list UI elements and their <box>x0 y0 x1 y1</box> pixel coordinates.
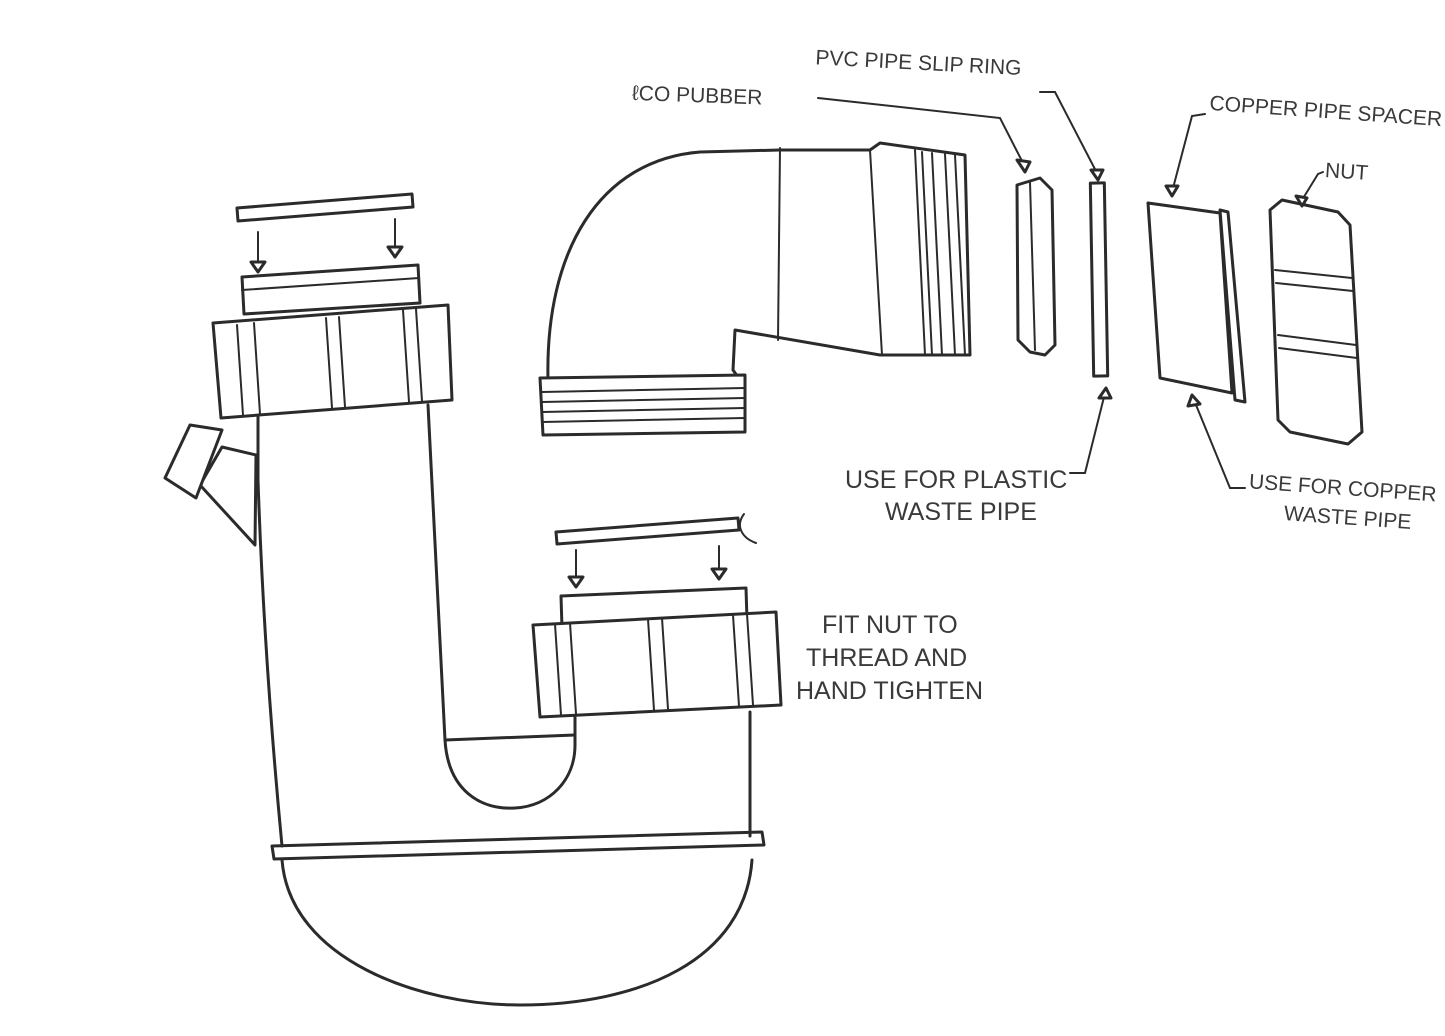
nut-leader <box>1301 171 1324 201</box>
top-washer <box>235 192 415 223</box>
label-rubber: ℓCO PUBBER <box>632 82 763 110</box>
label-fit-line2: THREAD AND <box>806 644 967 672</box>
trap-body <box>163 403 766 1007</box>
rubber-leader <box>817 97 1025 166</box>
copper-leader <box>1193 399 1246 489</box>
plastic-leader <box>1069 392 1106 474</box>
label-copper-line1: USE FOR COPPER <box>1248 470 1437 506</box>
compression-nut <box>1268 198 1364 446</box>
copper-spacer <box>1146 201 1247 404</box>
top-nut-assembly <box>211 192 454 420</box>
pvc-slip-ring <box>1088 181 1110 378</box>
label-copper-line2: WASTE PIPE <box>1283 502 1412 534</box>
label-fit-line1: FIT NUT TO <box>822 611 958 639</box>
label-plastic-line2: WASTE PIPE <box>885 498 1037 526</box>
middle-washer <box>554 516 741 546</box>
middle-nut <box>531 610 783 719</box>
elbow-pipe <box>538 141 972 437</box>
label-nut: NUT <box>1324 159 1369 185</box>
middle-nut-assembly <box>531 513 783 719</box>
rubber-seal <box>1015 176 1057 357</box>
label-slip-ring: PVC PIPE SLIP RING <box>815 46 1022 80</box>
label-plastic-line1: USE FOR PLASTIC <box>845 466 1067 494</box>
label-copper-spacer: COPPER PIPE SPACER <box>1209 92 1443 131</box>
top-nut <box>211 303 454 420</box>
slip-ring-leader <box>1039 91 1099 176</box>
leader-lines <box>817 91 1324 489</box>
spacer-leader <box>1171 113 1206 193</box>
label-fit-line3: HAND TIGHTEN <box>796 677 983 705</box>
